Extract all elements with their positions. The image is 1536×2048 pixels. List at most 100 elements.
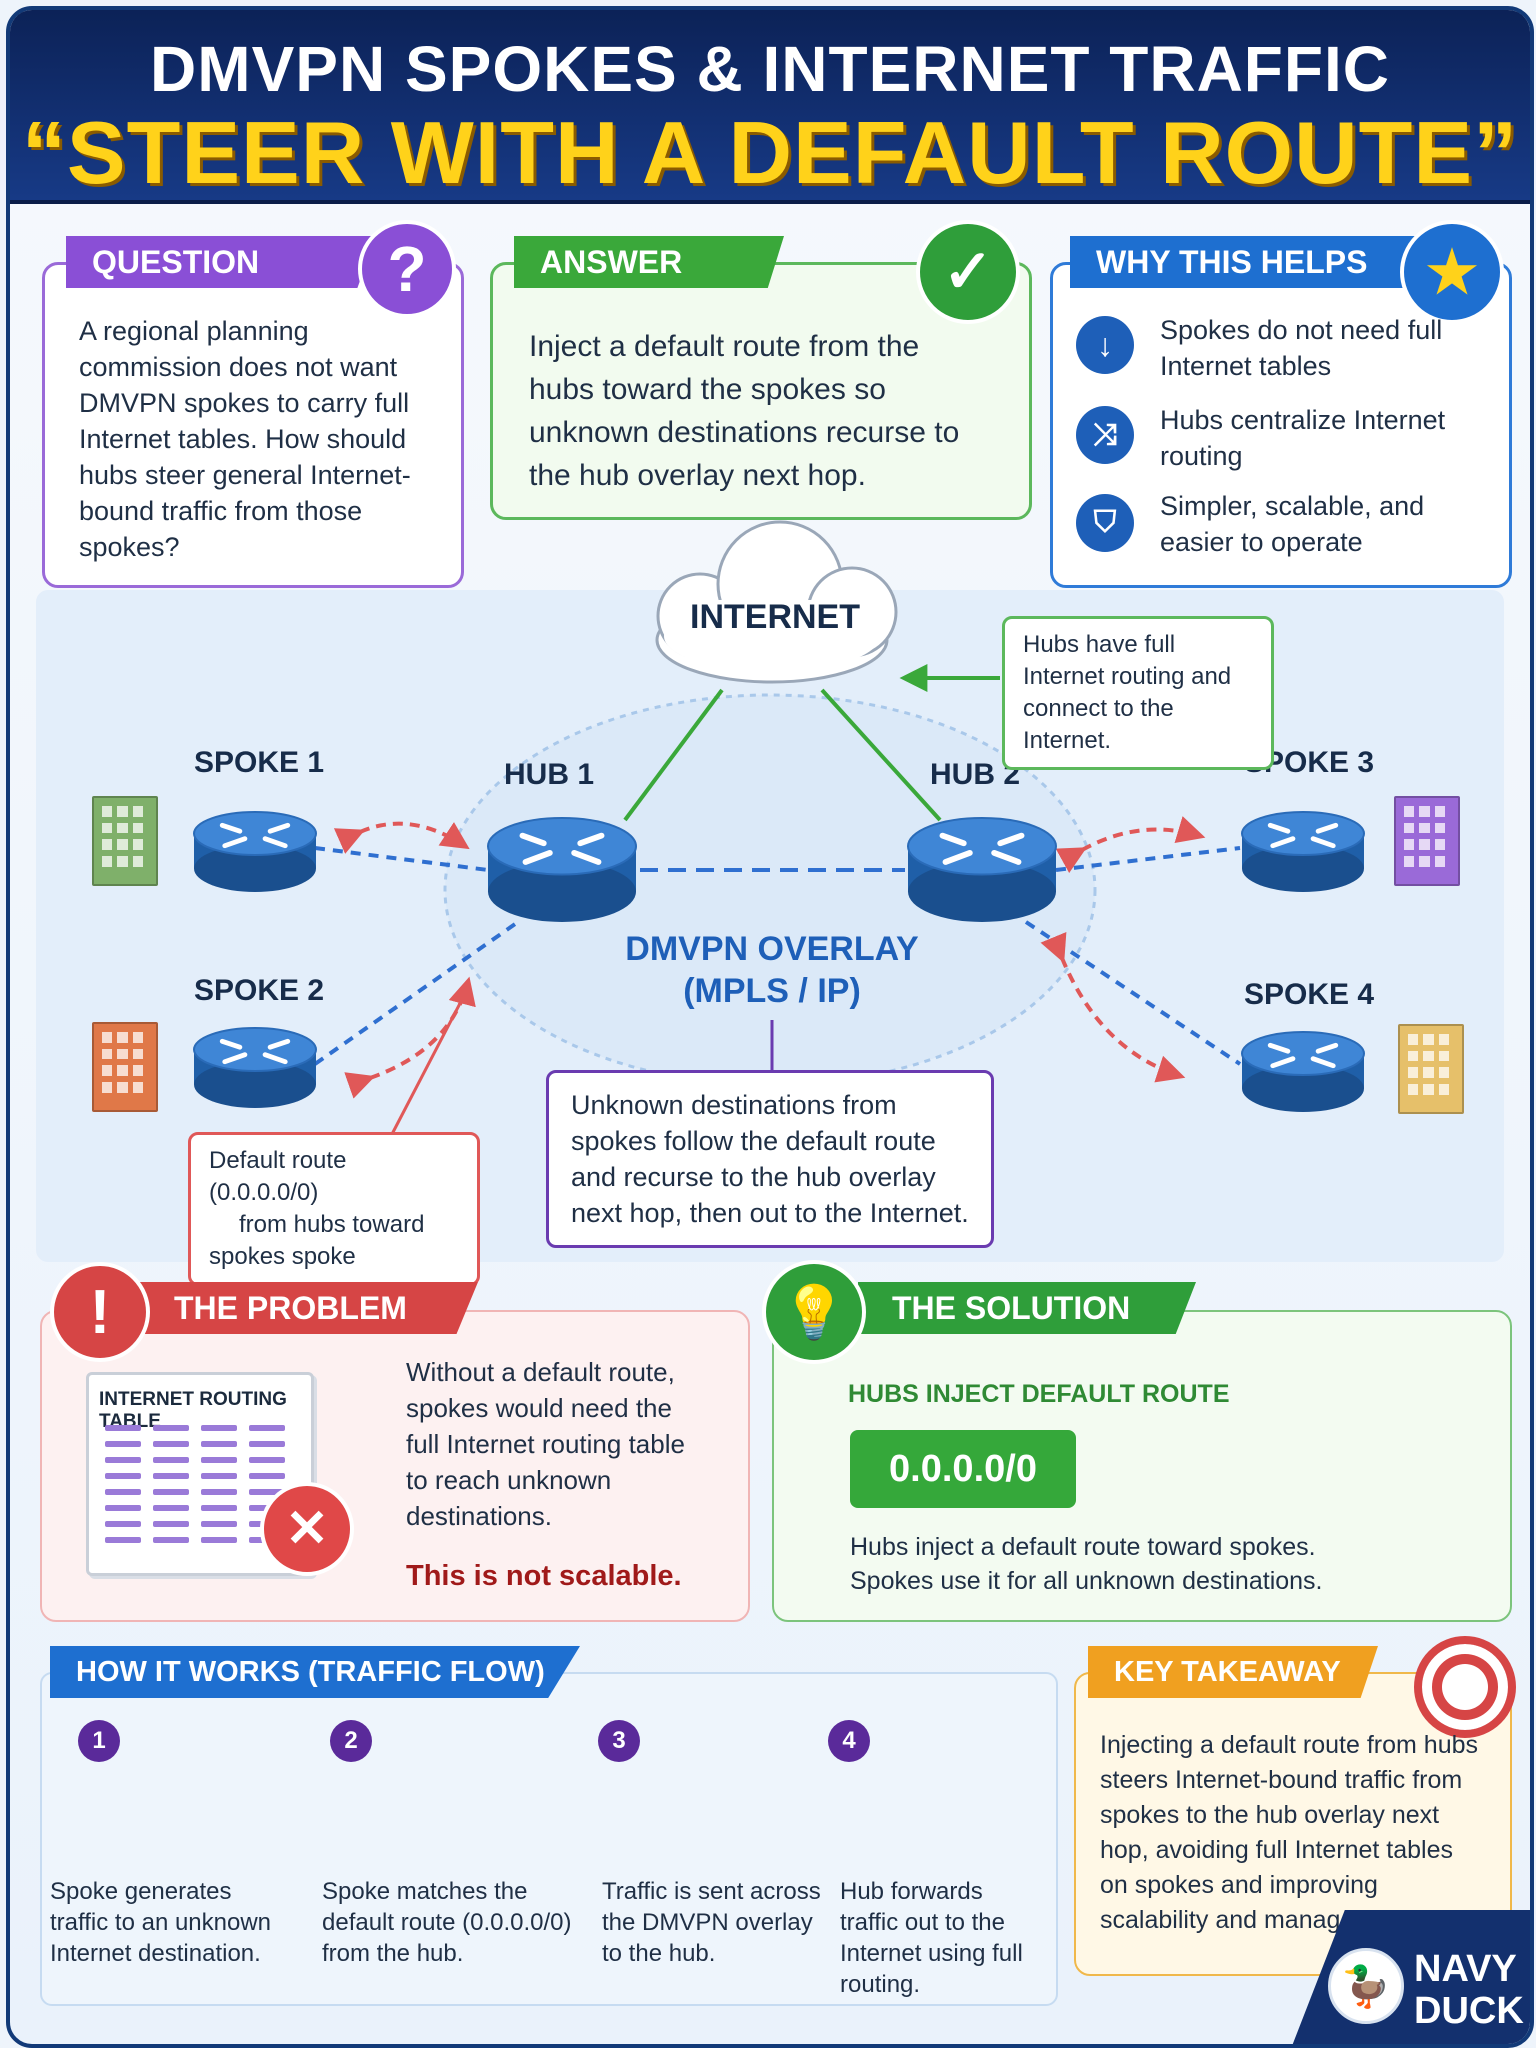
shield-icon: ⛉ — [1076, 494, 1134, 552]
how-it-works-tag: HOW IT WORKS (TRAFFIC FLOW) — [50, 1646, 580, 1698]
routing-table-cell — [153, 1521, 189, 1527]
routing-table-cell — [153, 1425, 189, 1431]
routing-table-cell — [153, 1441, 189, 1447]
how-it-works-panel — [40, 1672, 1058, 2006]
alert-icon: ! — [50, 1262, 150, 1362]
hub1-internet-link — [623, 688, 724, 822]
spoke3-router-icon — [1241, 811, 1365, 892]
question-mark-icon: ? — [358, 220, 456, 318]
x-icon: ✕ — [260, 1482, 354, 1576]
internet-label: INTERNET — [690, 598, 860, 636]
lightbulb-icon: 💡 — [762, 1260, 866, 1364]
routing-table-cell — [153, 1537, 189, 1543]
spoke4-label: SPOKE 4 — [1244, 978, 1375, 1011]
default-route-value: 0.0.0.0/0 — [889, 1448, 1037, 1490]
spoke4-router-icon — [1241, 1031, 1365, 1112]
header-banner: DMVPN SPOKES & INTERNET TRAFFIC “STEER W… — [10, 10, 1530, 204]
spoke1-hub1-arrow — [333, 821, 470, 854]
routing-table-cell — [105, 1473, 141, 1479]
spoke1-router-icon — [193, 811, 317, 892]
problem-emphasis: This is not scalable. — [406, 1560, 682, 1592]
arrow-down-icon: ↓ — [1076, 316, 1134, 374]
routing-table-cell — [201, 1537, 237, 1543]
default-route-note-line1: Default route (0.0.0.0/0) — [209, 1147, 347, 1206]
hub-internet-note: Hubs have full Internet routing and conn… — [1002, 616, 1274, 770]
infographic-frame: DMVPN SPOKES & INTERNET TRAFFIC “STEER W… — [6, 6, 1534, 2048]
hub2-router-icon — [907, 817, 1057, 922]
spoke2-router-icon — [193, 1027, 317, 1108]
hub1-router-icon — [487, 817, 637, 922]
default-route-pointer — [388, 987, 470, 1139]
routing-table-cell — [201, 1441, 237, 1447]
spoke4-hub2-arrow — [1040, 931, 1186, 1083]
step-2-number: 2 — [330, 1720, 372, 1762]
routing-table-cell — [201, 1457, 237, 1463]
unknown-destinations-note: Unknown destinations from spokes follow … — [546, 1070, 994, 1248]
step-4-number: 4 — [828, 1720, 870, 1762]
spoke1-building-icon — [92, 796, 158, 886]
takeaway-tag: KEY TAKEAWAY — [1088, 1646, 1378, 1698]
page-title: DMVPN SPOKES & INTERNET TRAFFIC — [150, 33, 1390, 105]
solution-tag: THE SOLUTION — [858, 1282, 1196, 1334]
default-route-note-line3: spokes spoke — [209, 1243, 356, 1270]
routing-table-cell — [201, 1521, 237, 1527]
routing-table-cell — [249, 1489, 285, 1495]
spoke2-building-icon — [92, 1022, 158, 1112]
step-2-text: Spoke matches the default route (0.0.0.0… — [322, 1878, 572, 1967]
spoke3-hub2-arrow — [1055, 816, 1206, 874]
solution-heading: HUBS INJECT DEFAULT ROUTE — [848, 1380, 1230, 1408]
routing-table-cell — [201, 1473, 237, 1479]
default-route-note: Default route (0.0.0.0/0) from hubs towa… — [188, 1132, 480, 1286]
routing-table-cell — [153, 1457, 189, 1463]
solution-text: Hubs inject a default route toward spoke… — [850, 1533, 1323, 1595]
routing-table-cell — [153, 1489, 189, 1495]
routing-table-cell — [105, 1521, 141, 1527]
problem-tag: THE PROBLEM — [120, 1282, 478, 1334]
routing-table-cell — [249, 1473, 285, 1479]
answer-tag: ANSWER — [514, 236, 784, 288]
routing-table-cell — [249, 1441, 285, 1447]
why-tag: WHY THIS HELPS — [1070, 236, 1430, 288]
brand-line2: DUCK — [1414, 1990, 1524, 2032]
step-4-text: Hub forwards traffic out to the Internet… — [840, 1878, 1023, 1998]
routing-table-cell — [105, 1537, 141, 1543]
checkmark-icon: ✓ — [916, 220, 1020, 324]
spoke4-hub2-link — [1024, 920, 1242, 1066]
step-3-number: 3 — [598, 1720, 640, 1762]
routing-table-cell — [201, 1489, 237, 1495]
overlay-cloud — [443, 693, 1097, 1087]
step-1-number: 1 — [78, 1720, 120, 1762]
routing-table-cell — [105, 1457, 141, 1463]
routing-table-cell — [153, 1505, 189, 1511]
answer-text: Inject a default route from the hubs tow… — [529, 330, 960, 492]
duck-mascot-icon: 🦆 — [1328, 1948, 1404, 2024]
hub2-internet-link — [820, 688, 942, 822]
takeaway-text: Injecting a default route from hubs stee… — [1100, 1731, 1479, 1934]
why-item-2-text: Hubs centralize Internet routing — [1160, 405, 1446, 471]
spoke1-hub1-link — [314, 846, 489, 872]
page-subtitle: “STEER WITH A DEFAULT ROUTE” — [21, 103, 1519, 202]
routing-table-cell — [105, 1505, 141, 1511]
star-icon: ★ — [1400, 220, 1504, 324]
routing-table-cell — [105, 1425, 141, 1431]
answer-card: Inject a default route from the hubs tow… — [490, 262, 1032, 520]
target-icon — [1414, 1636, 1516, 1738]
routing-table-cell — [201, 1505, 237, 1511]
routing-table-cell — [105, 1489, 141, 1495]
spoke2-label: SPOKE 2 — [194, 974, 325, 1007]
question-text: A regional planning commission does not … — [79, 316, 411, 562]
question-tag: QUESTION — [66, 236, 376, 288]
routing-table-cell — [249, 1425, 285, 1431]
default-route-note-line2: from hubs toward — [239, 1211, 425, 1238]
internet-cloud-icon — [655, 520, 898, 684]
why-item-1-text: Spokes do not need full Internet tables — [1160, 315, 1443, 381]
step-1-text: Spoke generates traffic to an unknown In… — [50, 1878, 272, 1967]
problem-text: Without a default route, spokes would ne… — [406, 1357, 685, 1531]
spoke4-building-icon — [1398, 1024, 1464, 1114]
routing-table-cell — [201, 1425, 237, 1431]
brand-line1: NAVY — [1414, 1948, 1517, 1990]
hub1-label: HUB 1 — [504, 758, 595, 791]
spoke3-building-icon — [1394, 796, 1460, 886]
routing-table-cell — [153, 1473, 189, 1479]
spoke2-hub1-arrow — [344, 976, 476, 1099]
